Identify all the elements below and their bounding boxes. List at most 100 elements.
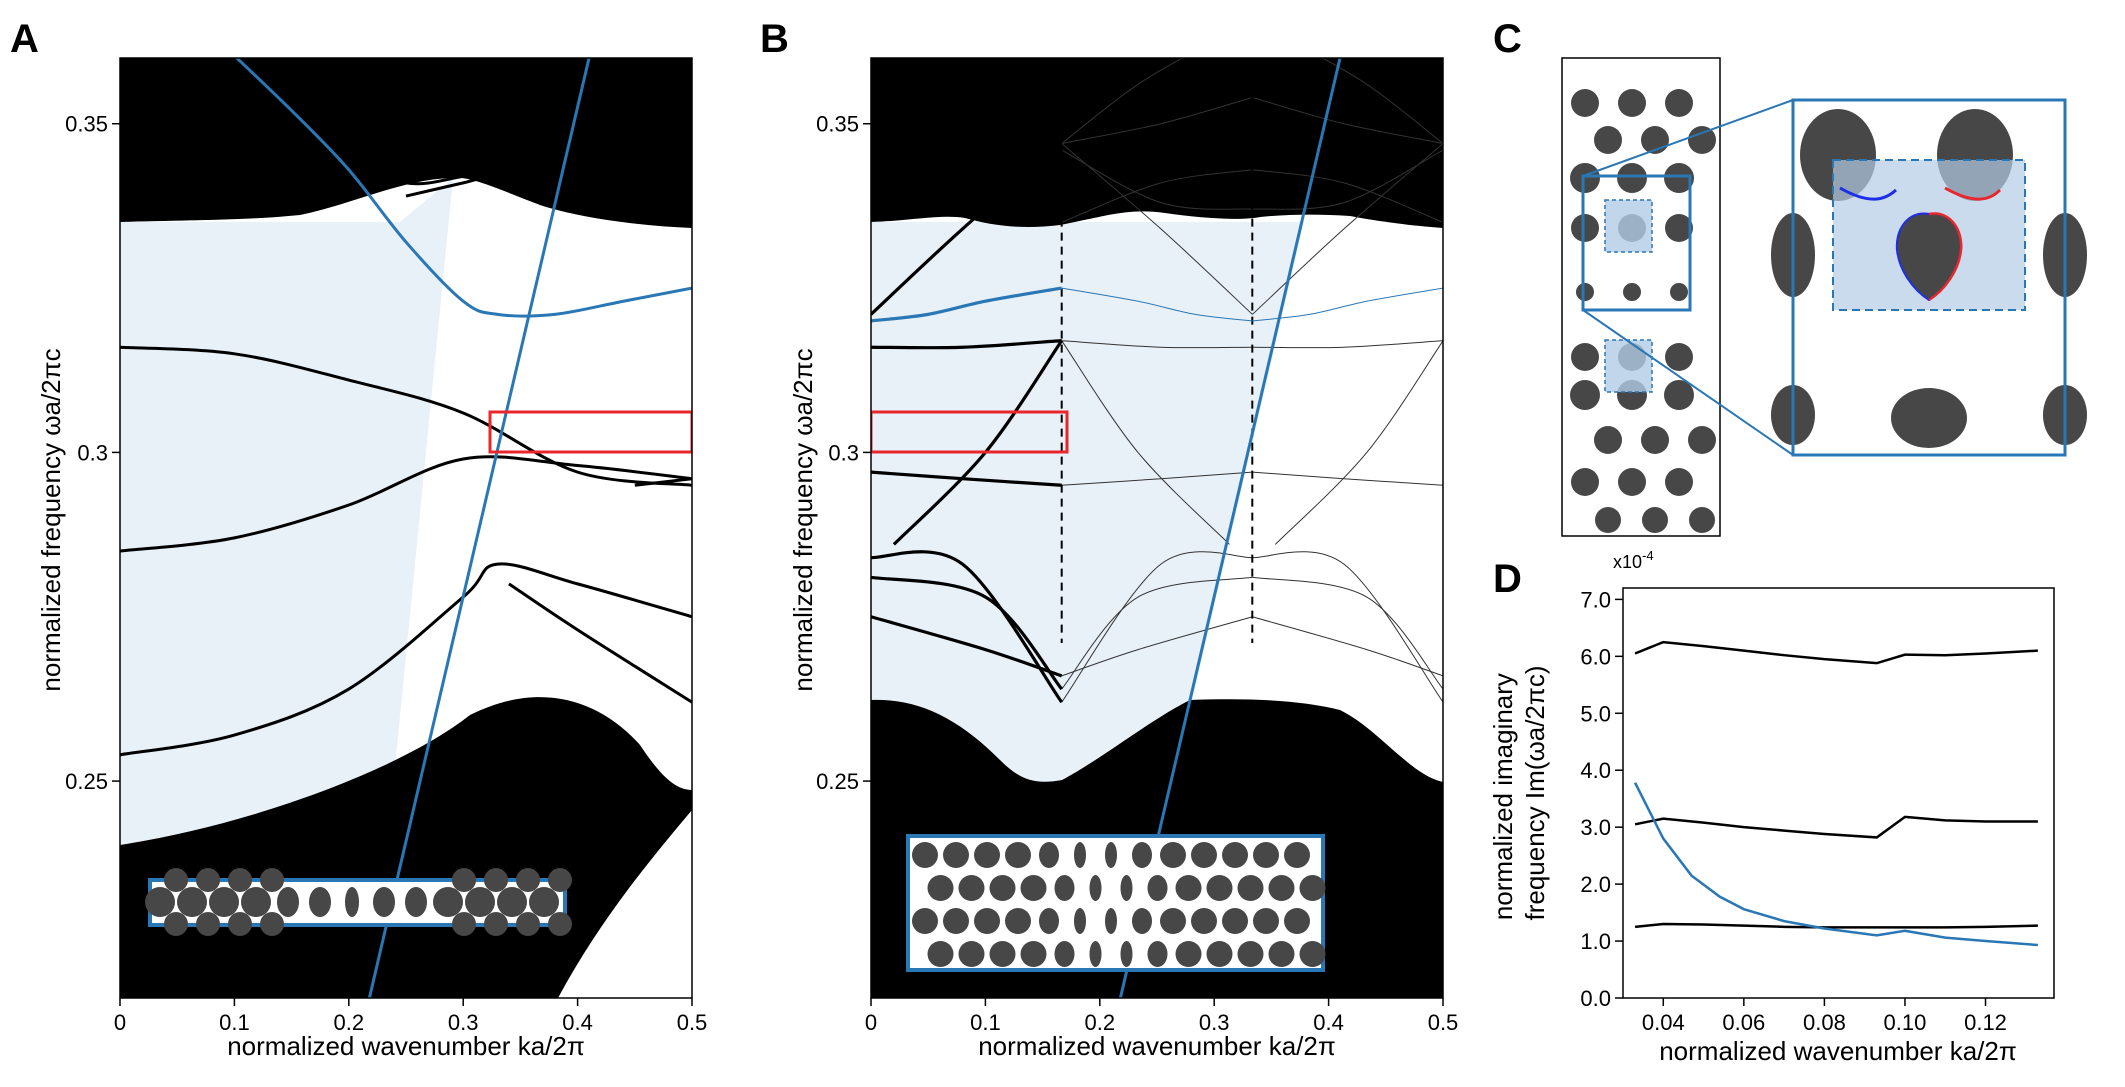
inset-rod [1299, 941, 1326, 967]
y-tick-label: 6.0 [1580, 644, 1611, 669]
inset-rod [943, 842, 969, 868]
inset-rod [1039, 908, 1059, 934]
panel-b-x-label: normalized wavenumber ka/2π [978, 1031, 1336, 1061]
y-tick-label: 0.0 [1580, 986, 1611, 1011]
y-tick-label: 0.35 [65, 112, 108, 137]
panel-d-y-label: normalized imaginary frequency Im(ωa/2πc… [1488, 666, 1550, 921]
inset-rod [1237, 941, 1264, 967]
folded-band-line [1274, 340, 1443, 545]
panel-c-zoom-border [1791, 98, 2067, 457]
inset-rod [1222, 842, 1248, 868]
supercell-rod [1664, 163, 1694, 193]
inset-rod [497, 887, 527, 917]
x-tick-label: 0.06 [1722, 1010, 1765, 1035]
panel-b-frame [870, 57, 1444, 999]
y-tick-label: 4.0 [1580, 758, 1611, 783]
inset-rod [452, 912, 476, 936]
panel-a-lower-gap [558, 810, 692, 998]
inset-rod [1206, 941, 1233, 967]
folded-band-line [1061, 340, 1253, 349]
inset-rod [1074, 842, 1086, 868]
inset-rod [1175, 875, 1202, 901]
panel-c [1561, 57, 2087, 537]
inset-rod [958, 875, 985, 901]
panel-label-c: C [1493, 17, 1522, 61]
supercell-rod [1689, 507, 1715, 533]
inset-rod [989, 941, 1016, 967]
inset-rod [1253, 842, 1279, 868]
inset-rod [164, 912, 188, 936]
band-line [634, 477, 692, 487]
inset-rod [1160, 908, 1186, 934]
panel-b-bands [871, 58, 1064, 704]
inset-rod [1222, 908, 1248, 934]
imag-frequency-line [1634, 815, 2038, 839]
x-tick-label: 0.2 [334, 1010, 365, 1035]
inset-rod [1020, 875, 1047, 901]
inset-rod [1054, 941, 1075, 967]
inset-rod [405, 887, 427, 917]
supercell-rod [1594, 126, 1622, 154]
band-line [871, 615, 1063, 678]
y-tick-label: 0.3 [828, 440, 859, 465]
inset-rod [260, 912, 284, 936]
panel-b-folded-bands [1061, 58, 1443, 703]
folded-band-line [1061, 149, 1253, 210]
panel-b-inset-structure [906, 834, 1326, 972]
inset-rod [516, 868, 540, 892]
supercell-rod [1618, 468, 1646, 496]
supercell-rod [1570, 163, 1600, 193]
y-tick-label: 0.25 [816, 769, 859, 794]
band-line [405, 168, 692, 224]
panel-a-guided-band [234, 58, 692, 318]
inset-rod [309, 887, 331, 917]
inset-rod [465, 887, 495, 917]
inset-rod [241, 887, 271, 917]
inset-rod [989, 875, 1016, 901]
panel-d-frame [1622, 587, 2055, 999]
inset-rod [1284, 908, 1310, 934]
supercell-rod [1594, 426, 1622, 454]
folded-band-line [1061, 340, 1230, 545]
band-line [548, 58, 692, 93]
supercell-rod [1571, 89, 1599, 117]
folded-band-line [1061, 58, 1184, 144]
x-tick-label: 0.12 [1964, 1010, 2007, 1035]
inset-rod [145, 887, 175, 917]
supercell-rod [1571, 468, 1599, 496]
panel-c-central-rod-edge [1928, 212, 1963, 302]
inset-rod [1191, 842, 1217, 868]
supercell-rod [1670, 283, 1688, 301]
inset-rod [209, 887, 239, 917]
panel-a-plot-area [120, 58, 692, 998]
panel-c-zoom-source-box [1581, 174, 1692, 312]
panel-b-highlight-box [871, 410, 1069, 454]
folded-band-line [1252, 169, 1443, 223]
folded-band-line [1321, 58, 1443, 144]
inset-rod [196, 868, 220, 892]
folded-band-line [1061, 471, 1253, 486]
band-line [508, 582, 692, 704]
band-line [871, 575, 1063, 691]
inset-rod [1039, 842, 1059, 868]
folded-band-line [1252, 149, 1443, 210]
panel-label-b: B [760, 17, 789, 61]
folded-band-line [1252, 576, 1443, 690]
inset-rod [1105, 908, 1117, 934]
inset-rod [228, 868, 252, 892]
panel-a-x-label: normalized wavenumber ka/2π [227, 1031, 585, 1061]
panel-a-highlight-box [488, 410, 692, 454]
band-line [871, 339, 1062, 350]
panel-d-y-label-line2: frequency Im(ωa/2πc) [1520, 666, 1550, 921]
y-tick-label: 0.3 [77, 440, 108, 465]
light-line [367, 58, 591, 998]
guided-band-line [234, 58, 692, 318]
inset-rod [484, 868, 508, 892]
panel-c-rod-edge-right [1944, 186, 2002, 201]
inset-rod [1005, 908, 1031, 934]
panel-d-y-exponent: x10-4 [1613, 548, 1654, 572]
inset-rod [1237, 875, 1264, 901]
